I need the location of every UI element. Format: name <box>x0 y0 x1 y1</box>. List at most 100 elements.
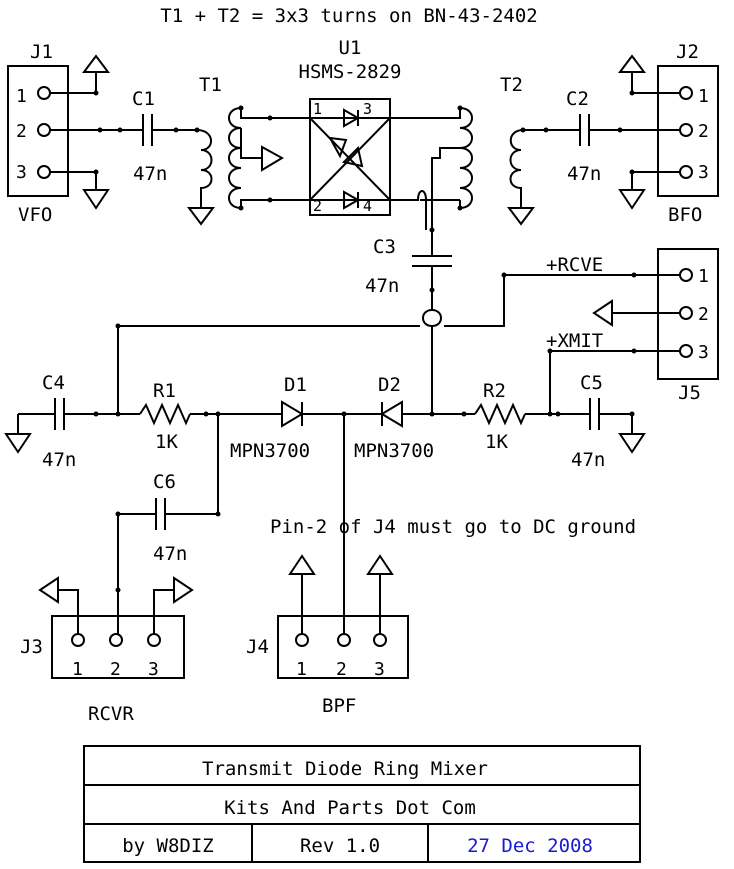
j2-pin-2 <box>679 123 693 137</box>
j3-pin1-wire <box>58 589 79 634</box>
j5-pin-3-label: 3 <box>698 342 709 363</box>
capacitor-c1: C1 47n <box>132 88 167 185</box>
j5-ground-icon <box>592 299 613 327</box>
u1-pin-1: 1 <box>313 100 322 118</box>
j4-pin-1-label: 1 <box>296 659 307 680</box>
u1-pin3-lead <box>390 108 461 119</box>
j3-pin-3-label: 3 <box>148 659 159 680</box>
j2-pin-1-label: 1 <box>698 86 709 107</box>
c2-value: 47n <box>567 163 601 185</box>
j3-body <box>51 615 185 679</box>
c1-value: 47n <box>133 163 167 185</box>
t2-primary <box>459 107 473 210</box>
j3-name: RCVR <box>88 703 134 725</box>
t2-centertap-lead <box>431 147 460 230</box>
u1-ref: U1 <box>339 37 362 59</box>
title-block-date: 27 Dec 2008 <box>467 835 593 857</box>
c5-value: 47n <box>571 449 605 471</box>
u1-diode-right-icon <box>342 146 364 168</box>
t1-secondary-leads <box>240 108 310 208</box>
j1-pin-1-label: 1 <box>16 86 27 107</box>
j1-pin-2 <box>37 123 51 137</box>
j2-body <box>657 65 719 197</box>
j4-name: BPF <box>322 695 356 717</box>
j2-pin3-wire <box>631 171 680 190</box>
j5-pin-2-label: 2 <box>698 304 709 325</box>
j1-pin3-wire <box>50 171 97 190</box>
j5-pin-1 <box>679 268 693 282</box>
capacitor-c4: C4 47n <box>4 372 76 471</box>
c6-ref: C6 <box>153 471 176 493</box>
instruction-note: Pin-2 of J4 must go to DC ground <box>270 516 636 538</box>
c2-ref: C2 <box>566 88 589 110</box>
j5-ref: J5 <box>678 382 701 404</box>
rcve-net-label: +RCVE <box>546 254 603 276</box>
c6-value: 47n <box>153 543 187 565</box>
t1-ground-icon <box>187 207 215 226</box>
j3-pin-3 <box>147 633 161 647</box>
u1-diode-bottom-icon <box>343 190 361 210</box>
j4-pin1-arrow-icon <box>288 554 316 575</box>
j3-right-arrow-icon <box>173 576 194 604</box>
t2-secondary <box>509 129 524 208</box>
transformer-t1: T1 <box>187 74 310 226</box>
r1-ref: R1 <box>153 380 176 402</box>
d2-symbol-icon <box>380 400 403 428</box>
d1-symbol-icon <box>281 400 304 428</box>
u1-body <box>309 98 391 216</box>
j2-name: BFO <box>668 204 702 226</box>
transformer-t2: T2 <box>390 74 535 230</box>
t1-centertap-lead <box>240 128 262 159</box>
u1-part: HSMS-2829 <box>299 61 402 83</box>
d2-part: MPN3700 <box>354 440 434 462</box>
title-block: Transmit Diode Ring Mixer Kits And Parts… <box>83 745 641 863</box>
r1-body <box>139 402 191 426</box>
u1-pin-3: 3 <box>363 100 372 118</box>
capacitor-c3: C3 47n <box>365 230 452 297</box>
t1-secondary <box>228 107 242 209</box>
r2-body <box>474 402 526 426</box>
j1-pin-3-label: 3 <box>16 162 27 183</box>
t1-centertap-arrow-icon <box>261 145 285 172</box>
u1-pin-4: 4 <box>363 197 372 215</box>
j2-pin-3 <box>679 165 693 179</box>
j1-ground-icon <box>82 189 110 210</box>
title-block-author: by W8DIZ <box>122 835 214 857</box>
r1-value: 1K <box>155 431 178 453</box>
u1-ring <box>309 117 391 201</box>
u1-pin4-lead <box>390 190 427 230</box>
connector-j3: J3 RCVR 1 2 3 <box>20 615 185 725</box>
j3-pin-1-label: 1 <box>72 659 83 680</box>
xmit-bus-wire <box>549 350 680 414</box>
j5-pin-3 <box>679 344 693 358</box>
u1-pin-2: 2 <box>313 197 322 215</box>
j2-pin-2-label: 2 <box>698 121 709 142</box>
j1-up-arrow-icon <box>82 54 110 73</box>
connector-j1: J1 VFO 1 2 3 <box>7 41 69 226</box>
j1-pin-2-label: 2 <box>16 121 27 142</box>
j2-pin-3-label: 3 <box>698 162 709 183</box>
connector-j5: J5 1 2 3 <box>657 248 719 404</box>
j3-pin-1 <box>71 633 85 647</box>
c4-ref: C4 <box>42 372 65 394</box>
title-block-frame <box>83 745 641 863</box>
u1-diode-left-icon <box>328 136 348 159</box>
d1-ref: D1 <box>284 374 307 396</box>
j4-pin-3-label: 3 <box>374 659 385 680</box>
t2-ref: T2 <box>500 74 523 96</box>
c1-ref: C1 <box>132 88 155 110</box>
c3-to-diode-node-wire <box>422 266 442 414</box>
c5-ref: C5 <box>580 372 603 394</box>
j4-pin-2 <box>337 633 351 647</box>
d1-part: MPN3700 <box>230 440 310 462</box>
j2-pin-1 <box>679 86 693 100</box>
j1-pin1-wire <box>50 72 97 94</box>
xmit-net-label: +XMIT <box>546 330 603 352</box>
t1-primary <box>196 129 213 208</box>
j4-body <box>277 615 409 679</box>
c4-value: 47n <box>42 449 76 471</box>
connector-j2: J2 BFO 1 2 3 <box>657 41 719 226</box>
c5-ground-icon <box>618 433 646 454</box>
